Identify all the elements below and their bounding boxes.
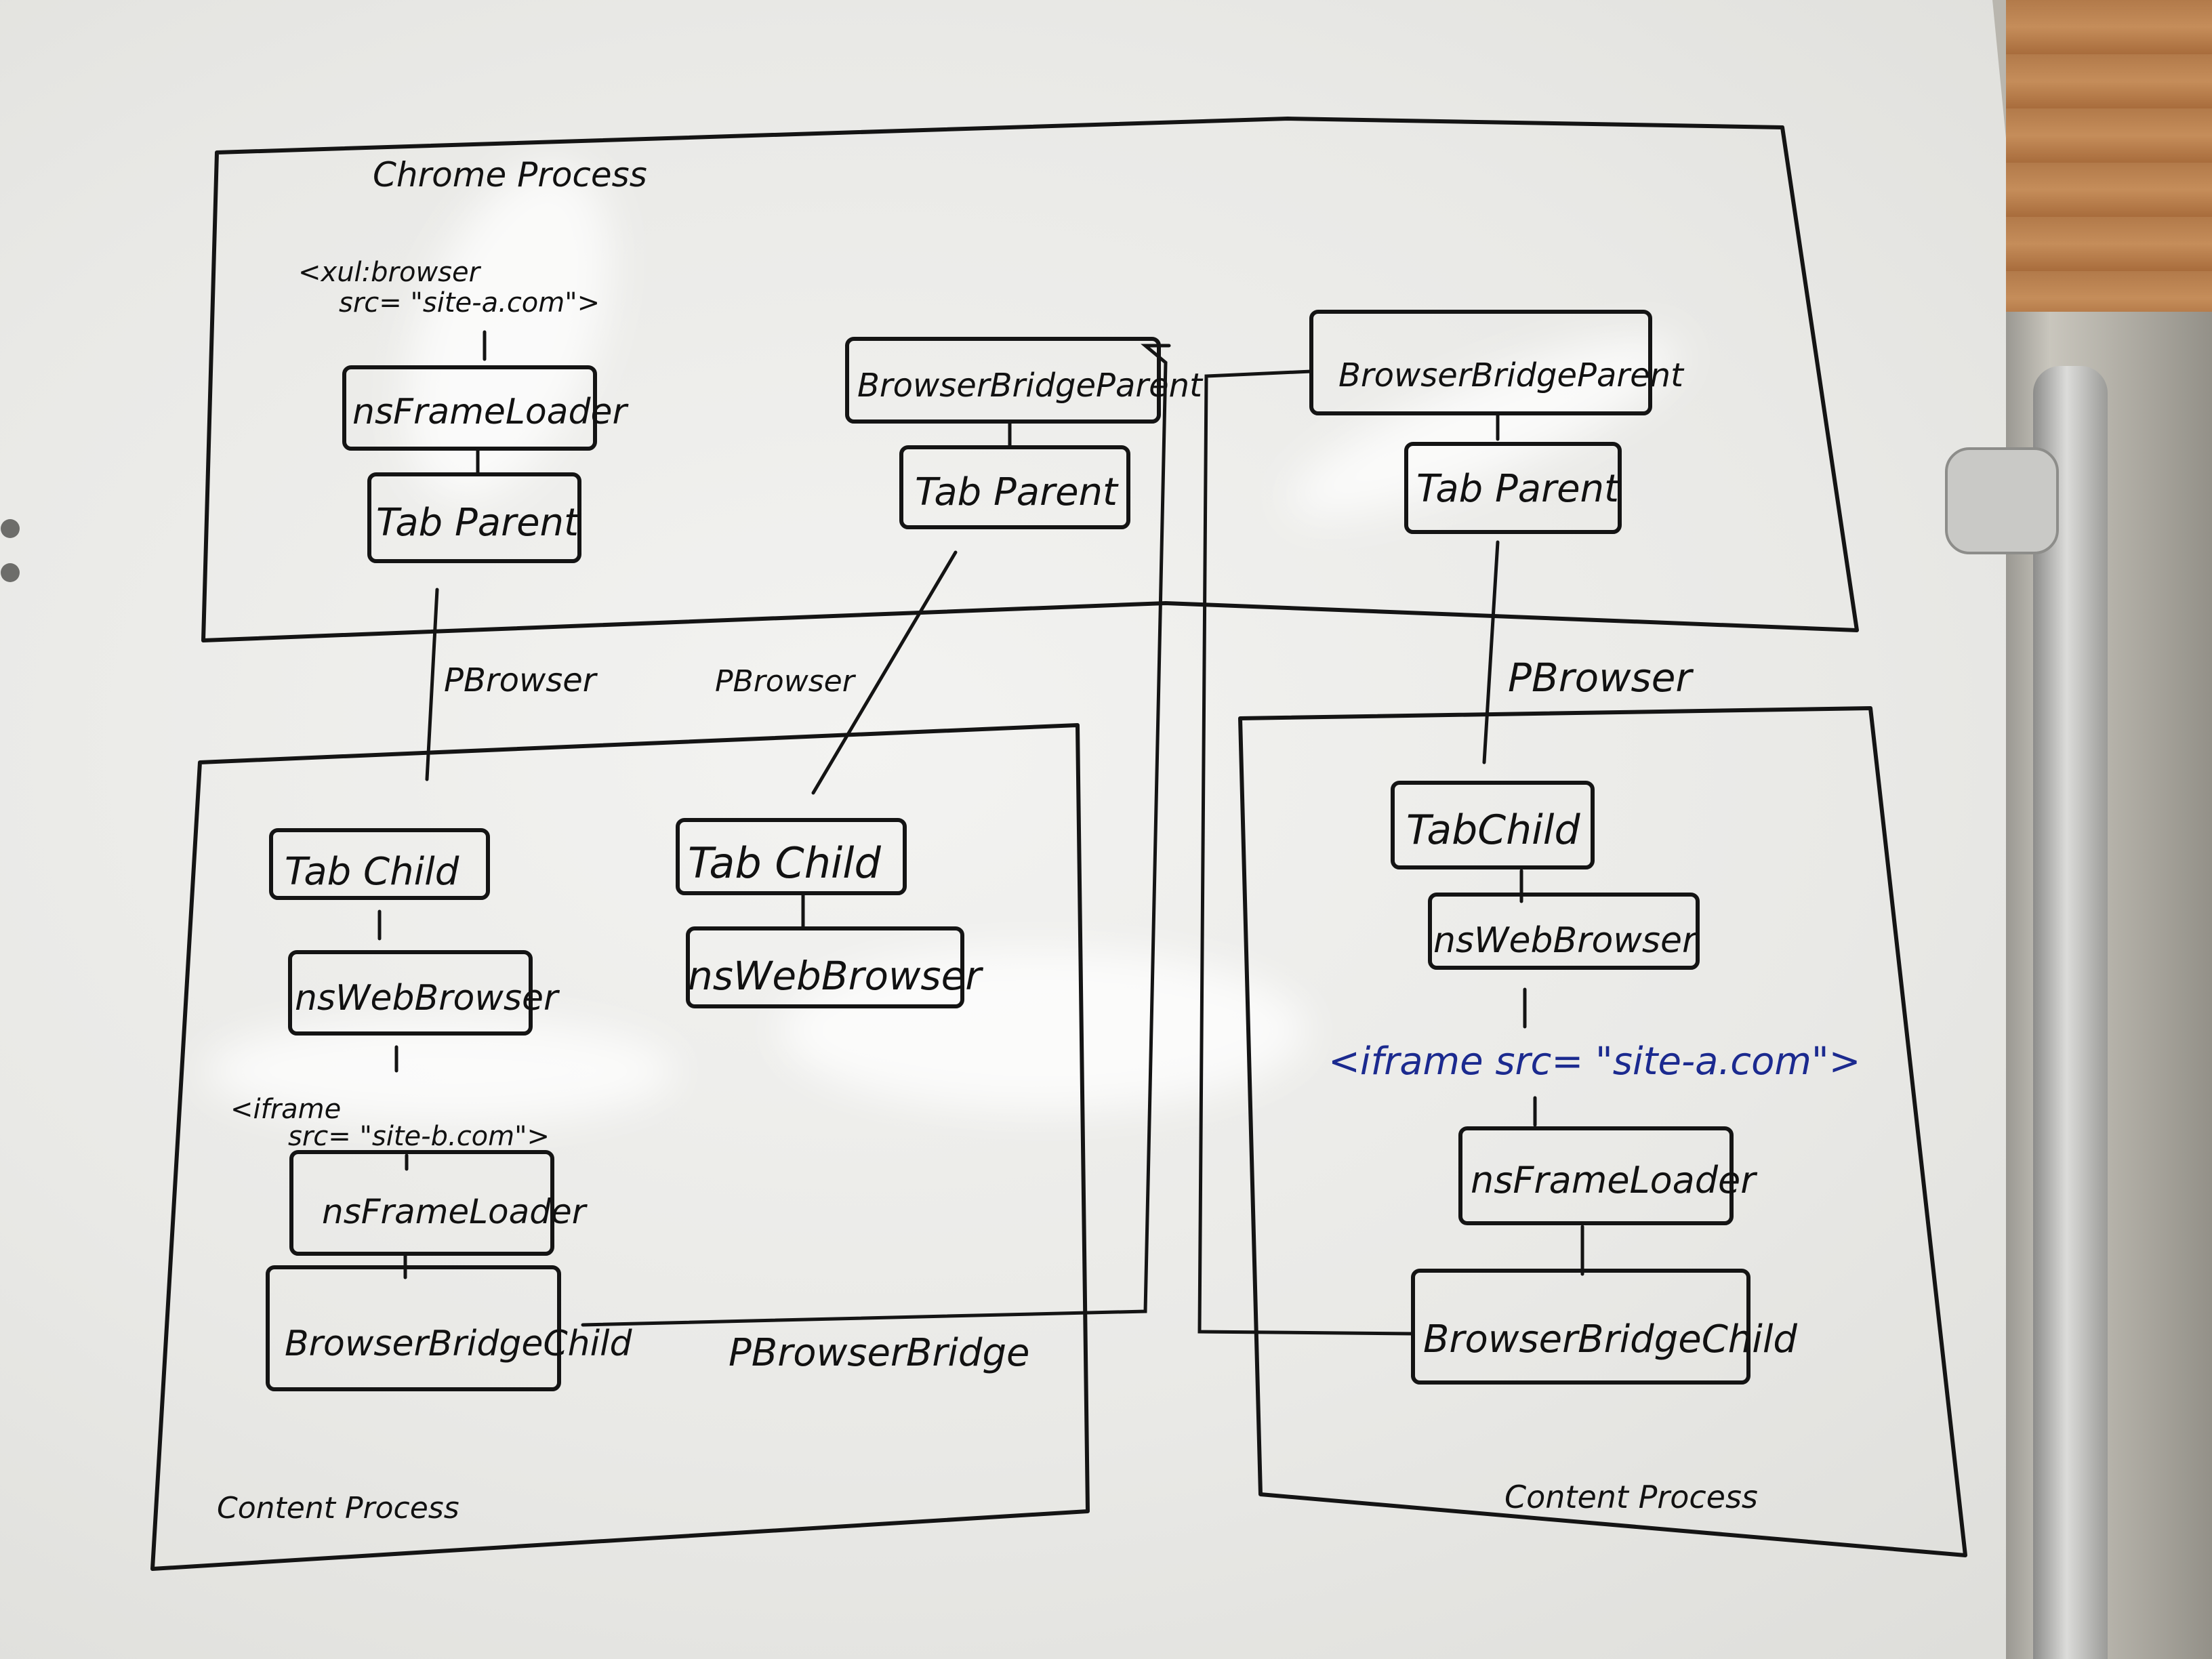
pbrowser-right-label: PBrowser bbox=[1508, 655, 1694, 701]
tab-child-right-box bbox=[1391, 781, 1595, 869]
tab-child-b-label: Tab Child bbox=[688, 838, 881, 888]
pbrowser-mid-link bbox=[811, 550, 958, 795]
tab-parent-left-box bbox=[367, 472, 581, 563]
ns-web-browser-a-label: nsWebBrowser bbox=[295, 978, 560, 1019]
ns-web-browser-right-box bbox=[1428, 893, 1700, 970]
tab-child-a-label: Tab Child bbox=[285, 850, 459, 894]
browser-bridge-child-right-label: BrowserBridgeChild bbox=[1423, 1317, 1797, 1361]
chrome-process-region bbox=[201, 117, 1859, 642]
ns-web-browser-b-box bbox=[686, 926, 964, 1008]
browser-bridge-child-left-box bbox=[266, 1265, 561, 1391]
pbrowser-mid-label: PBrowser bbox=[715, 664, 857, 699]
light-glare bbox=[779, 949, 1308, 1111]
tab-child-b-box bbox=[676, 818, 907, 895]
iframe-a-label: <iframe src= "site-a.com"> bbox=[1328, 1040, 1861, 1084]
tab-parent-right-box bbox=[1404, 442, 1622, 534]
architecture-diagram: Chrome Process Content Process Content P… bbox=[1, 117, 1967, 1571]
ns-frame-loader-left-label: nsFrameLoader bbox=[322, 1192, 588, 1231]
tab-child-right-label: TabChild bbox=[1406, 806, 1580, 854]
ns-frame-loader-right-box bbox=[1458, 1126, 1734, 1225]
ns-frame-loader-left-box bbox=[289, 1150, 554, 1256]
board-rail bbox=[2033, 366, 2108, 1659]
xul-browser-line1: <xul:browser bbox=[298, 257, 482, 288]
pbrowser-bridge-right-link bbox=[1197, 369, 1415, 1336]
ns-frame-loader-chrome-label: nsFrameLoader bbox=[352, 392, 630, 432]
pbrowser-right-link bbox=[1482, 540, 1500, 764]
content-process-right-label: Content Process bbox=[1504, 1479, 1758, 1515]
browser-bridge-child-right-box bbox=[1411, 1269, 1750, 1385]
ns-frame-loader-right-label: nsFrameLoader bbox=[1471, 1159, 1757, 1202]
content-process-left-label: Content Process bbox=[217, 1491, 459, 1525]
wall-background bbox=[2006, 0, 2212, 312]
board-clip bbox=[1945, 447, 2059, 554]
ns-frame-loader-chrome-box bbox=[342, 365, 597, 451]
pbrowser-bridge-left-link bbox=[581, 344, 1171, 1327]
pbrowser-bridge-label: PBrowserBridge bbox=[729, 1331, 1029, 1375]
browser-bridge-child-left-label: BrowserBridgeChild bbox=[285, 1324, 633, 1364]
xul-browser-line2: src= "site-a.com"> bbox=[339, 287, 600, 319]
ns-web-browser-a-box bbox=[288, 950, 533, 1036]
ns-web-browser-right-label: nsWebBrowser bbox=[1433, 920, 1699, 961]
browser-bridge-parent-right-box bbox=[1309, 310, 1652, 415]
content-process-right-region bbox=[1238, 706, 1967, 1557]
tab-child-a-box bbox=[269, 828, 490, 900]
tab-parent-mid-box bbox=[899, 445, 1130, 529]
board-screw bbox=[1, 519, 20, 538]
iframe-b-line1: <iframe bbox=[230, 1094, 341, 1125]
chrome-process-label: Chrome Process bbox=[373, 155, 647, 194]
browser-bridge-parent-mid-box bbox=[845, 337, 1161, 424]
pbrowser-left-link bbox=[425, 588, 439, 781]
content-process-left-region bbox=[150, 723, 1090, 1571]
board-screw bbox=[1, 563, 20, 582]
iframe-b-line2: src= "site-b.com"> bbox=[288, 1121, 550, 1152]
browser-bridge-parent-mid-label: BrowserBridgeParent bbox=[857, 367, 1204, 405]
browser-bridge-parent-right-label: BrowserBridgeParent bbox=[1338, 356, 1685, 394]
pbrowser-left-label: PBrowser bbox=[444, 661, 598, 699]
tab-parent-left-label: Tab Parent bbox=[376, 501, 580, 545]
tab-parent-right-label: Tab Parent bbox=[1416, 467, 1620, 511]
tab-parent-mid-label: Tab Parent bbox=[915, 470, 1119, 514]
ns-web-browser-b-label: nsWebBrowser bbox=[688, 953, 983, 999]
